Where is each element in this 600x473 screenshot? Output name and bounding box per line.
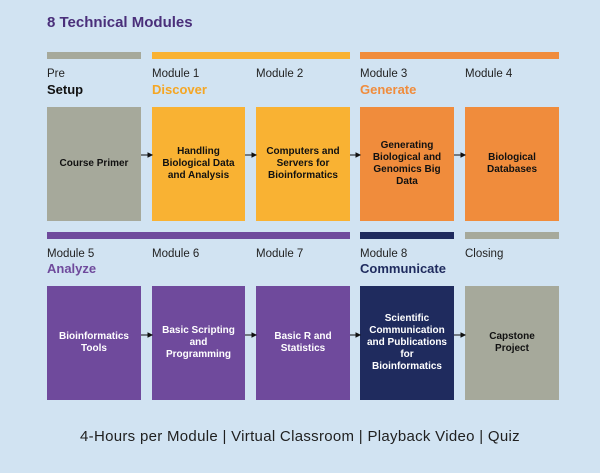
phase-communicate: Communicate xyxy=(360,261,446,276)
label-module-1: Module 1 xyxy=(152,68,200,80)
phase-bar-generate xyxy=(360,52,559,59)
module-box-bioinformatics-tools[interactable]: Bioinformatics Tools xyxy=(47,286,141,400)
label-module-8: Module 8 xyxy=(360,248,408,260)
label-module-4: Module 4 xyxy=(465,68,513,80)
label-module-2: Module 2 xyxy=(256,68,304,80)
phase-bar-closing xyxy=(465,232,559,239)
module-box-scientific-communication[interactable]: Scientific Communication and Publication… xyxy=(360,286,454,400)
label-module-3: Module 3 xyxy=(360,68,408,80)
phase-bar-communicate xyxy=(360,232,454,239)
label-module-5: Module 5 xyxy=(47,248,95,260)
phase-bar-discover xyxy=(152,52,350,59)
phase-bar-analyze xyxy=(47,232,350,239)
module-box-course-primer[interactable]: Course Primer xyxy=(47,107,141,221)
phase-analyze: Analyze xyxy=(47,261,97,276)
phase-discover: Discover xyxy=(152,82,207,97)
page-title: 8 Technical Modules xyxy=(47,14,193,31)
phase-bar-setup xyxy=(47,52,141,59)
label-module-7: Module 7 xyxy=(256,248,304,260)
label-module-6: Module 6 xyxy=(152,248,200,260)
module-box-biological-databases[interactable]: Biological Databases xyxy=(465,107,559,221)
module-box-basic-scripting[interactable]: Basic Scripting and Programming xyxy=(152,286,245,400)
phase-generate: Generate xyxy=(360,82,417,97)
footer-info: 4-Hours per Module | Virtual Classroom |… xyxy=(80,428,520,445)
phase-setup: Setup xyxy=(47,82,84,97)
module-box-capstone-project[interactable]: Capstone Project xyxy=(465,286,559,400)
label-closing: Closing xyxy=(465,248,504,260)
label-pre: Pre xyxy=(47,68,65,80)
module-box-basic-r-statistics[interactable]: Basic R and Statistics xyxy=(256,286,350,400)
module-box-handling-data[interactable]: Handling Biological Data and Analysis xyxy=(152,107,245,221)
module-box-computers-servers[interactable]: Computers and Servers for Bioinformatics xyxy=(256,107,350,221)
module-box-generating-data[interactable]: Generating Biological and Genomics Big D… xyxy=(360,107,454,221)
